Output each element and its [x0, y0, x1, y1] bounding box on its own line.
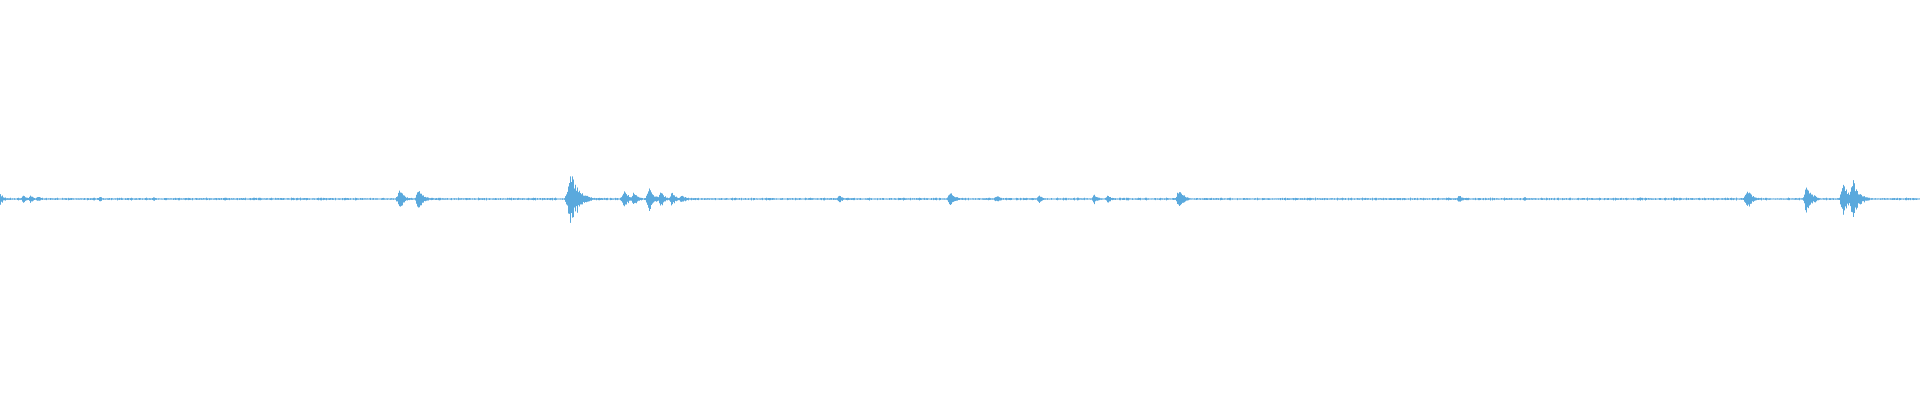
waveform-path — [0, 176, 1920, 223]
